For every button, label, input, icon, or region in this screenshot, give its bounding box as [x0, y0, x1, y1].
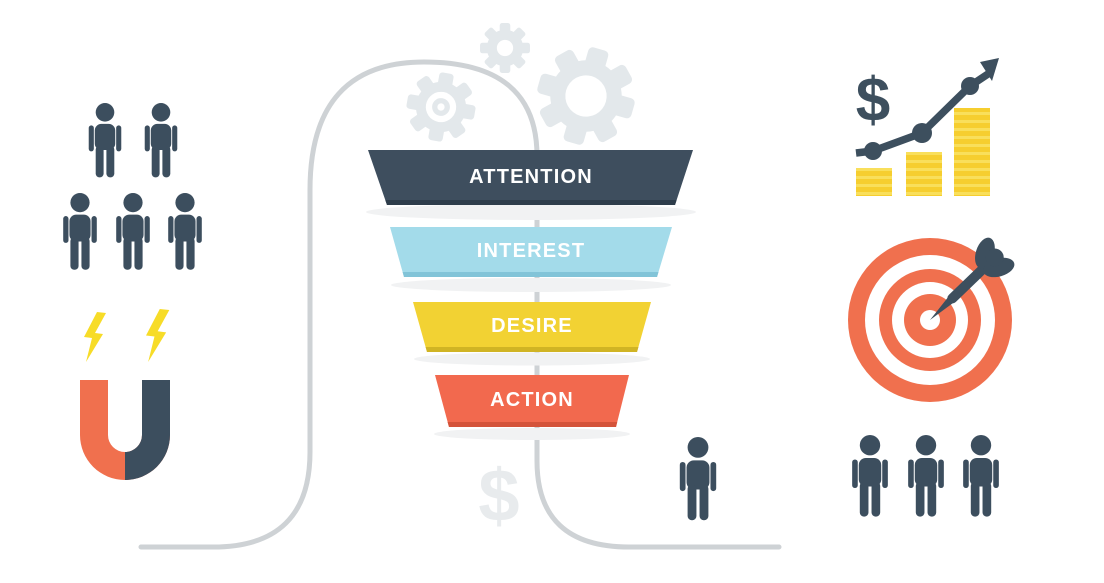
- trend-point: [961, 77, 979, 95]
- gear-medium-icon: [401, 67, 481, 147]
- funnel-label-action: ACTION: [490, 389, 574, 411]
- dollar-sign-icon: $: [855, 66, 891, 135]
- person-icon: [679, 437, 717, 521]
- funnel-stage-desire: [413, 302, 651, 352]
- funnel-stage-attention-edge: [385, 200, 677, 205]
- converted-customer-person: [679, 437, 717, 521]
- funnel-shadows: [366, 204, 696, 440]
- coin-stack-medium: [906, 152, 942, 196]
- revenue-growth-chart: [855, 58, 999, 196]
- funnel-stage-attention: [368, 150, 693, 205]
- magnet-icon: [80, 380, 170, 480]
- target-with-dart: [848, 237, 1015, 402]
- funnel: [368, 150, 693, 427]
- trend-arrow-tip: [980, 58, 999, 81]
- dollar-sign-gray-icon: $: [478, 454, 520, 537]
- person-icon: [144, 103, 178, 178]
- person-icon: [908, 435, 944, 517]
- funnel-label-attention: ATTENTION: [469, 166, 593, 188]
- coin-stack-large: [954, 108, 990, 196]
- funnel-stage-desire-edge: [425, 347, 639, 352]
- person-icon: [63, 193, 97, 270]
- trend-point: [864, 142, 882, 160]
- funnel-label-interest: INTEREST: [476, 240, 586, 262]
- funnel-label-desire: DESIRE: [491, 315, 573, 337]
- person-icon: [963, 435, 999, 517]
- lightning-bolts: [84, 309, 170, 362]
- trend-point: [912, 123, 932, 143]
- lightning-bolt-icon: [84, 312, 106, 362]
- gears-background: [401, 23, 647, 157]
- dart-icon: [930, 237, 1015, 320]
- funnel-stage-desire-shape: [413, 302, 651, 352]
- gear-small-icon: [480, 23, 530, 73]
- funnel-stage-interest: [390, 227, 672, 277]
- person-icon: [168, 193, 202, 270]
- person-icon: [88, 103, 122, 178]
- person-icon: [852, 435, 888, 517]
- funnel-stage-action-edge: [447, 422, 618, 427]
- customers-people-row: [852, 435, 999, 517]
- funnel-stage-interest-edge: [402, 272, 659, 277]
- audience-people-group: [63, 103, 202, 270]
- gear-large-icon: [525, 35, 647, 157]
- funnel-stage-attention-shape: [368, 150, 693, 205]
- funnel-stage-action-shape: [435, 375, 629, 427]
- funnel-stage-interest-shape: [390, 227, 672, 277]
- person-icon: [116, 193, 150, 270]
- customer-journey-line: [138, 59, 782, 550]
- funnel-stage-action: [435, 375, 629, 427]
- lightning-bolt-icon: [146, 309, 170, 362]
- coin-stack-small: [856, 168, 892, 196]
